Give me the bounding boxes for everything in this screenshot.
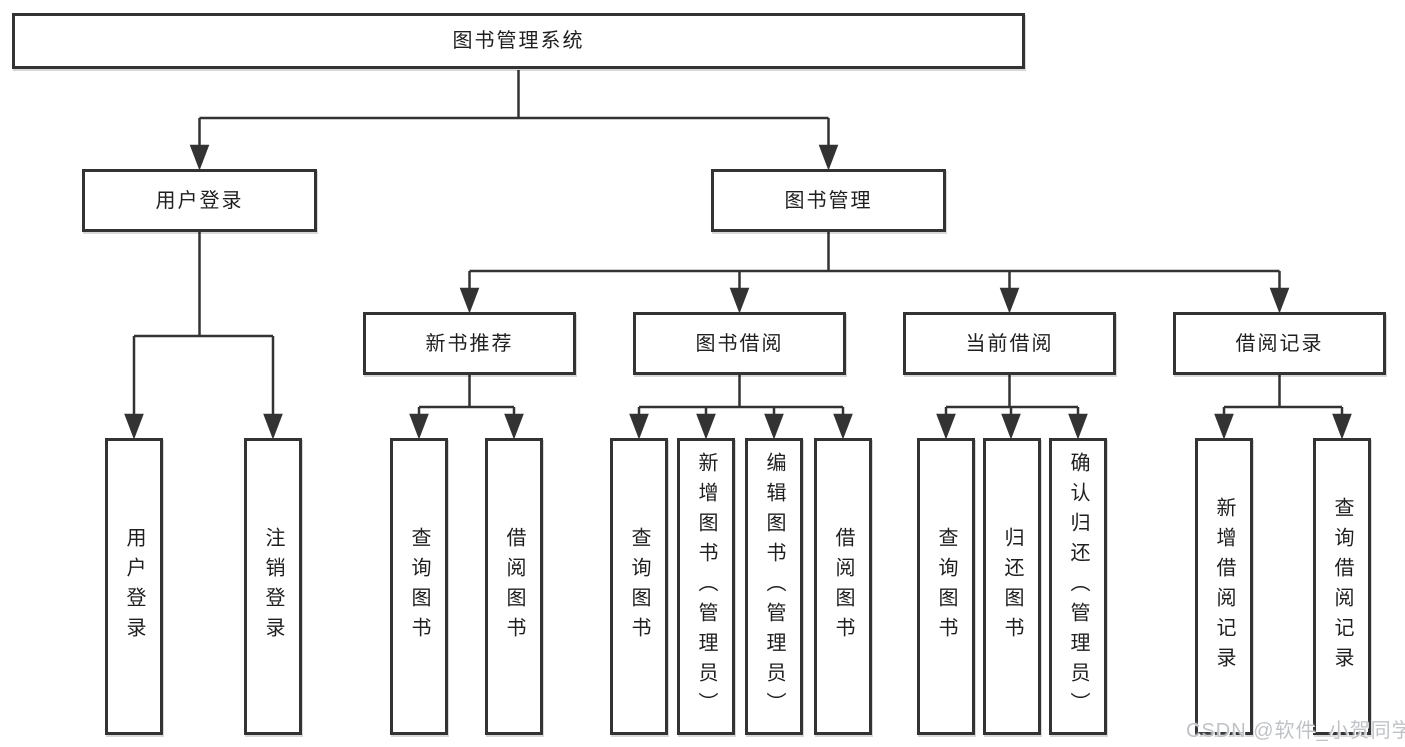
- arrow-down-icon: [1332, 407, 1352, 440]
- node-current-borrow: 当前借阅: [903, 312, 1116, 375]
- arrow-down-icon: [936, 407, 956, 440]
- node-label: 查询图书: [628, 526, 650, 647]
- node-label: 借阅图书: [832, 526, 854, 647]
- node-borrow-records: 借阅记录: [1173, 312, 1386, 375]
- node-label: 编辑图书（管理员）: [763, 451, 785, 722]
- node-label: 用户登录: [123, 526, 145, 647]
- arrow-down-icon: [504, 407, 524, 440]
- node-user-login: 用户登录: [82, 169, 317, 232]
- node-library-management-system: 图书管理系统: [12, 13, 1025, 69]
- leaf-return-books: 归还图书: [983, 438, 1041, 735]
- arrow-down-icon: [818, 118, 839, 171]
- node-label: 用户登录: [155, 189, 244, 212]
- arrow-down-icon: [459, 271, 480, 314]
- node-label: 图书借阅: [695, 332, 784, 355]
- node-label: 注销登录: [262, 526, 284, 647]
- node-label: 归还图书: [1001, 526, 1023, 647]
- connector-borrow-to-leaves: [639, 375, 843, 409]
- node-book-borrow: 图书借阅: [633, 312, 846, 375]
- connector-newbook-to-leaves: [419, 375, 514, 409]
- arrow-down-icon: [409, 407, 429, 440]
- leaf-query-books: 查询图书: [610, 438, 668, 735]
- arrow-down-icon: [189, 118, 210, 171]
- leaf-user-login: 用户登录: [105, 438, 163, 735]
- node-label: 图书管理系统: [452, 30, 585, 52]
- arrow-down-icon: [696, 407, 716, 440]
- arrow-down-icon: [263, 336, 283, 440]
- arrow-down-icon: [1001, 407, 1021, 440]
- arrow-down-icon: [1269, 271, 1290, 314]
- leaf-add-borrow-record: 新增借阅记录: [1195, 438, 1253, 735]
- node-book-management: 图书管理: [711, 169, 946, 232]
- leaf-query-borrow-record: 查询借阅记录: [1313, 438, 1371, 735]
- leaf-confirm-return-admin: 确认归还（管理员）: [1049, 438, 1107, 735]
- connector-records-to-leaves: [1224, 375, 1342, 409]
- connector-current-to-leaves: [946, 375, 1078, 409]
- node-label: 查询借阅记录: [1331, 496, 1353, 677]
- leaf-borrow-books: 借阅图书: [814, 438, 872, 735]
- leaf-query-books: 查询图书: [917, 438, 975, 735]
- node-label: 当前借阅: [965, 332, 1054, 355]
- node-label: 确认归还（管理员）: [1067, 451, 1089, 722]
- node-new-book-recommend: 新书推荐: [363, 312, 576, 375]
- node-label: 查询图书: [408, 526, 430, 647]
- leaf-logout: 注销登录: [244, 438, 302, 735]
- arrow-down-icon: [124, 336, 144, 440]
- node-label: 新增借阅记录: [1213, 496, 1235, 677]
- leaf-add-books-admin: 新增图书（管理员）: [677, 438, 735, 735]
- csdn-watermark: CSDN @软件_小贺同学: [1186, 720, 1405, 742]
- arrow-down-icon: [629, 407, 649, 440]
- leaf-query-books: 查询图书: [390, 438, 448, 735]
- arrow-down-icon: [764, 407, 784, 440]
- leaf-borrow-books: 借阅图书: [485, 438, 543, 735]
- node-label: 图书管理: [784, 189, 873, 212]
- node-label: 新书推荐: [425, 332, 514, 355]
- arrow-down-icon: [999, 271, 1020, 314]
- arrow-down-icon: [1068, 407, 1088, 440]
- connector-root-to-level2: [199, 70, 829, 120]
- node-label: 借阅图书: [503, 526, 525, 647]
- connector-login-to-leaves: [134, 232, 273, 338]
- arrow-down-icon: [729, 271, 750, 314]
- node-label: 查询图书: [935, 526, 957, 647]
- connector-bookmgmt-to-level3: [469, 232, 1280, 273]
- leaf-edit-books-admin: 编辑图书（管理员）: [745, 438, 803, 735]
- node-label: 借阅记录: [1235, 332, 1324, 355]
- node-label: 新增图书（管理员）: [695, 451, 717, 722]
- connector-arrows: [124, 118, 1352, 440]
- arrow-down-icon: [833, 407, 853, 440]
- arrow-down-icon: [1214, 407, 1234, 440]
